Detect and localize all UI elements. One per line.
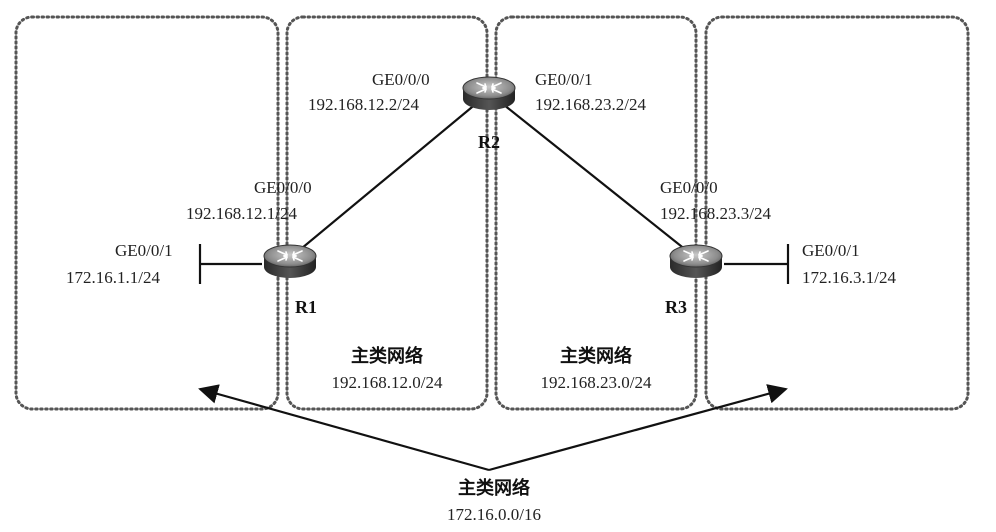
net23-label: 主类网络 bbox=[560, 345, 632, 366]
r3-ge001-ip: 172.16.3.1/24 bbox=[802, 268, 896, 287]
r1-ge000-name: GE0/0/0 bbox=[254, 178, 312, 197]
router-r3-label: R3 bbox=[665, 297, 687, 317]
arrow-to-left-zone bbox=[198, 384, 490, 472]
r2-ge000-name: GE0/0/0 bbox=[372, 70, 430, 89]
zone-net-23 bbox=[494, 15, 698, 411]
net12-label: 主类网络 bbox=[351, 345, 423, 366]
router-icon[interactable] bbox=[669, 244, 723, 279]
r2-ge001-name: GE0/0/1 bbox=[535, 70, 593, 89]
r3-ge000-name: GE0/0/0 bbox=[660, 178, 718, 197]
router-r1-label: R1 bbox=[295, 297, 317, 317]
r1-ge001-ip: 172.16.1.1/24 bbox=[66, 268, 160, 287]
r1-ge001-name: GE0/0/1 bbox=[115, 241, 173, 260]
router-r2-label: R2 bbox=[478, 132, 500, 152]
r3-ge000-ip: 192.168.23.3/24 bbox=[660, 204, 771, 223]
net12-cidr: 192.168.12.0/24 bbox=[332, 373, 443, 392]
net172-cidr: 172.16.0.0/16 bbox=[447, 505, 541, 524]
net23-cidr: 192.168.23.0/24 bbox=[541, 373, 652, 392]
zone-right bbox=[704, 15, 970, 411]
r2-ge000-ip: 192.168.12.2/24 bbox=[308, 95, 419, 114]
router-icon[interactable] bbox=[263, 244, 317, 279]
r1-ge000-ip: 192.168.12.1/24 bbox=[186, 204, 297, 223]
link-r2-r3 bbox=[488, 92, 697, 259]
net172-label: 主类网络 bbox=[458, 477, 530, 498]
arrow-to-right-zone bbox=[488, 384, 788, 472]
link-r1-r2 bbox=[289, 92, 490, 259]
r2-ge001-ip: 192.168.23.2/24 bbox=[535, 95, 646, 114]
r3-ge001-name: GE0/0/1 bbox=[802, 241, 860, 260]
zone-left bbox=[14, 15, 280, 411]
zone-net-12 bbox=[285, 15, 489, 411]
router-icon[interactable] bbox=[462, 76, 516, 111]
